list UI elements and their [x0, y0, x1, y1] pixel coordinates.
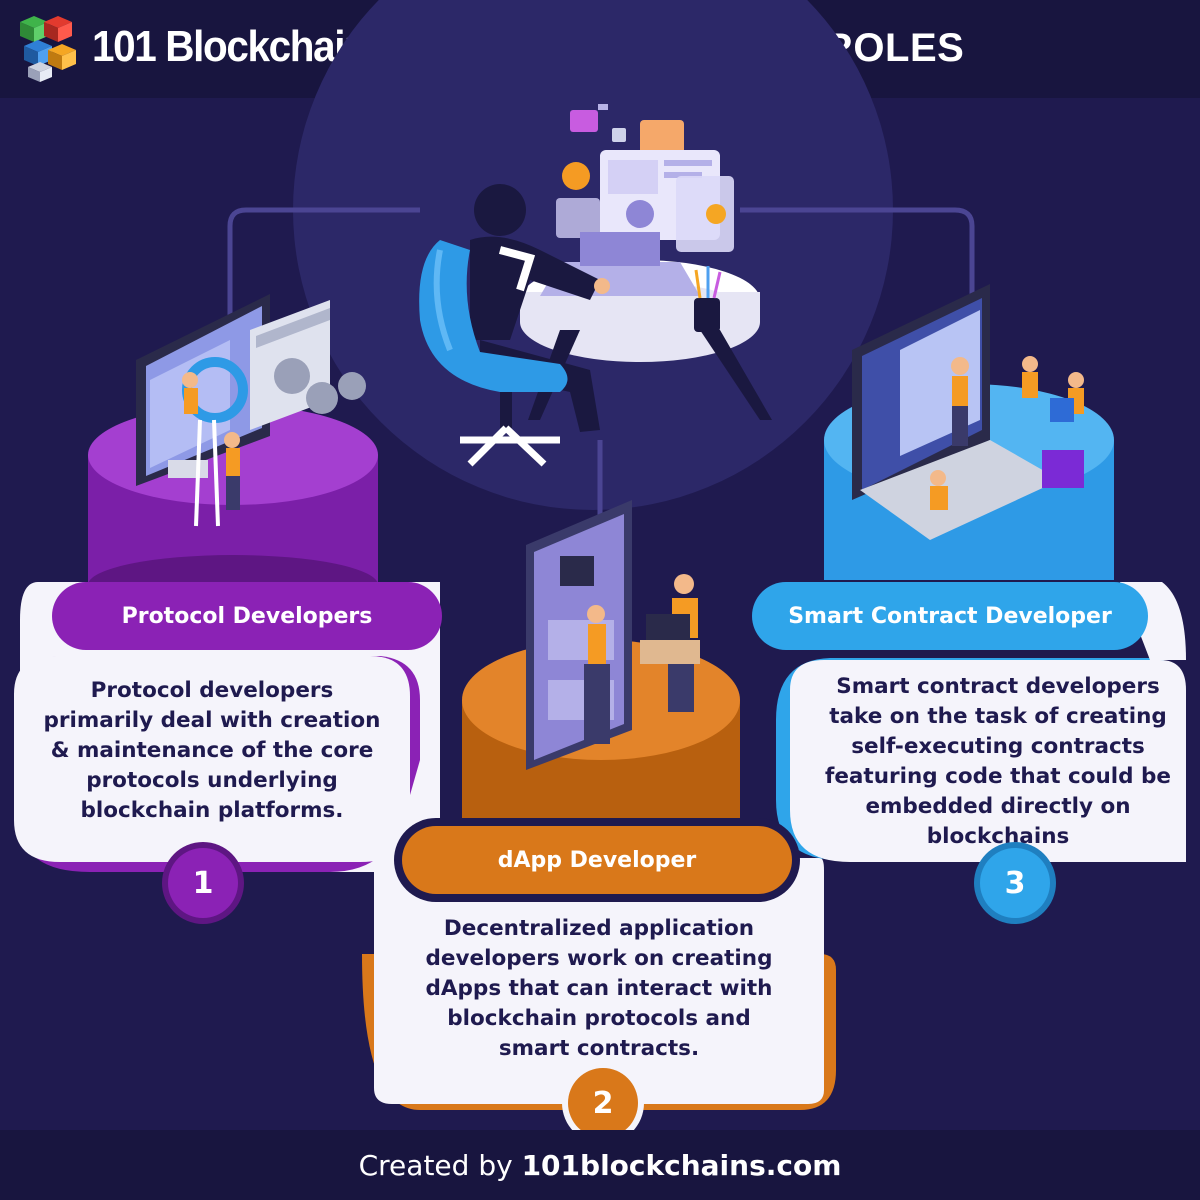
- logo-cubes-icon: [20, 16, 76, 82]
- role-description-smart-contract: Smart contract developers take on the ta…: [824, 674, 1172, 849]
- role-title-dapp: dApp Developer: [402, 826, 792, 894]
- role-title-protocol: Protocol Developers: [52, 582, 442, 650]
- role-number-2: 2: [568, 1068, 638, 1138]
- role-number-3: 3: [980, 848, 1050, 918]
- role-description-dapp: Decentralized application developers wor…: [425, 916, 773, 1061]
- footer-site-link[interactable]: 101blockchains.com: [521, 1148, 842, 1182]
- footer-prefix: Created by: [358, 1148, 522, 1182]
- laptop-code-icon: [824, 284, 1114, 580]
- footer-credit: Created by 101blockchains.com: [359, 1149, 842, 1182]
- role-title-smart-contract: Smart Contract Developer: [752, 582, 1148, 650]
- role-number-1: 1: [168, 848, 238, 918]
- smartphone-code-icon: [462, 500, 740, 830]
- footer: Created by 101blockchains.com: [0, 1130, 1200, 1200]
- role-description-protocol: Protocol developers primarily deal with …: [43, 678, 381, 823]
- developer-desk-icon: [419, 104, 772, 467]
